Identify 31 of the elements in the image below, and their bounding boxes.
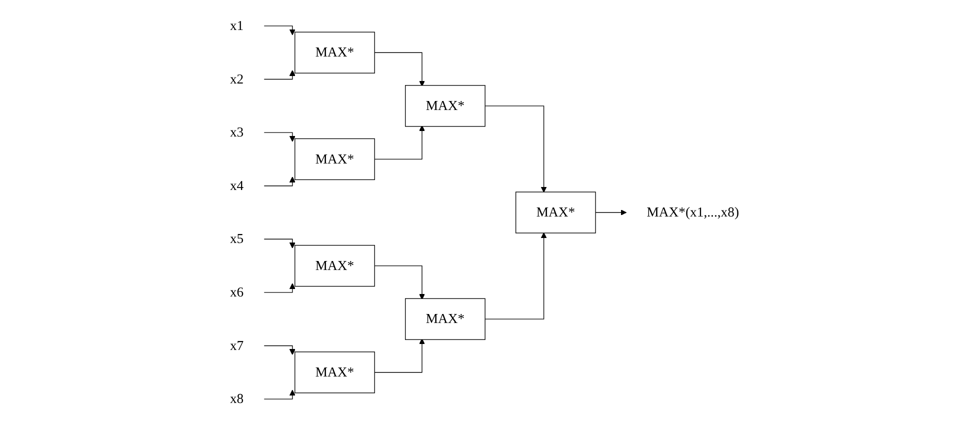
- arrow: [264, 132, 296, 142]
- arrow: [484, 106, 547, 193]
- node-box: MAX*: [294, 244, 375, 287]
- node-box: MAX*: [515, 192, 596, 234]
- arrow: [264, 283, 296, 293]
- node-text: x5: [230, 232, 244, 247]
- arrow: [264, 70, 296, 80]
- arrow: [595, 210, 627, 216]
- node-text: x4: [230, 178, 244, 194]
- node-box: MAX*: [294, 32, 375, 74]
- arrow: [374, 52, 425, 87]
- arrow: [374, 265, 425, 300]
- arrow: [264, 176, 296, 186]
- node-box: MAX*: [405, 85, 486, 127]
- node-text: x6: [230, 284, 244, 300]
- arrow: [374, 125, 425, 160]
- node-text: x7: [230, 338, 244, 354]
- node-box: MAX*: [294, 352, 375, 394]
- arrow: [264, 26, 296, 36]
- node-text: x1: [230, 18, 244, 34]
- node-text: MAX*(x1,...,x8): [646, 204, 740, 220]
- node-text: x2: [230, 72, 244, 87]
- node-text: x3: [230, 125, 244, 140]
- arrow: [374, 338, 425, 373]
- arrow: [264, 345, 296, 355]
- arrow: [484, 232, 547, 320]
- arrow: [264, 238, 296, 248]
- node-text: x8: [230, 392, 244, 407]
- node-box: MAX*: [294, 138, 375, 180]
- arrow: [264, 390, 296, 400]
- node-box: MAX*: [405, 298, 486, 340]
